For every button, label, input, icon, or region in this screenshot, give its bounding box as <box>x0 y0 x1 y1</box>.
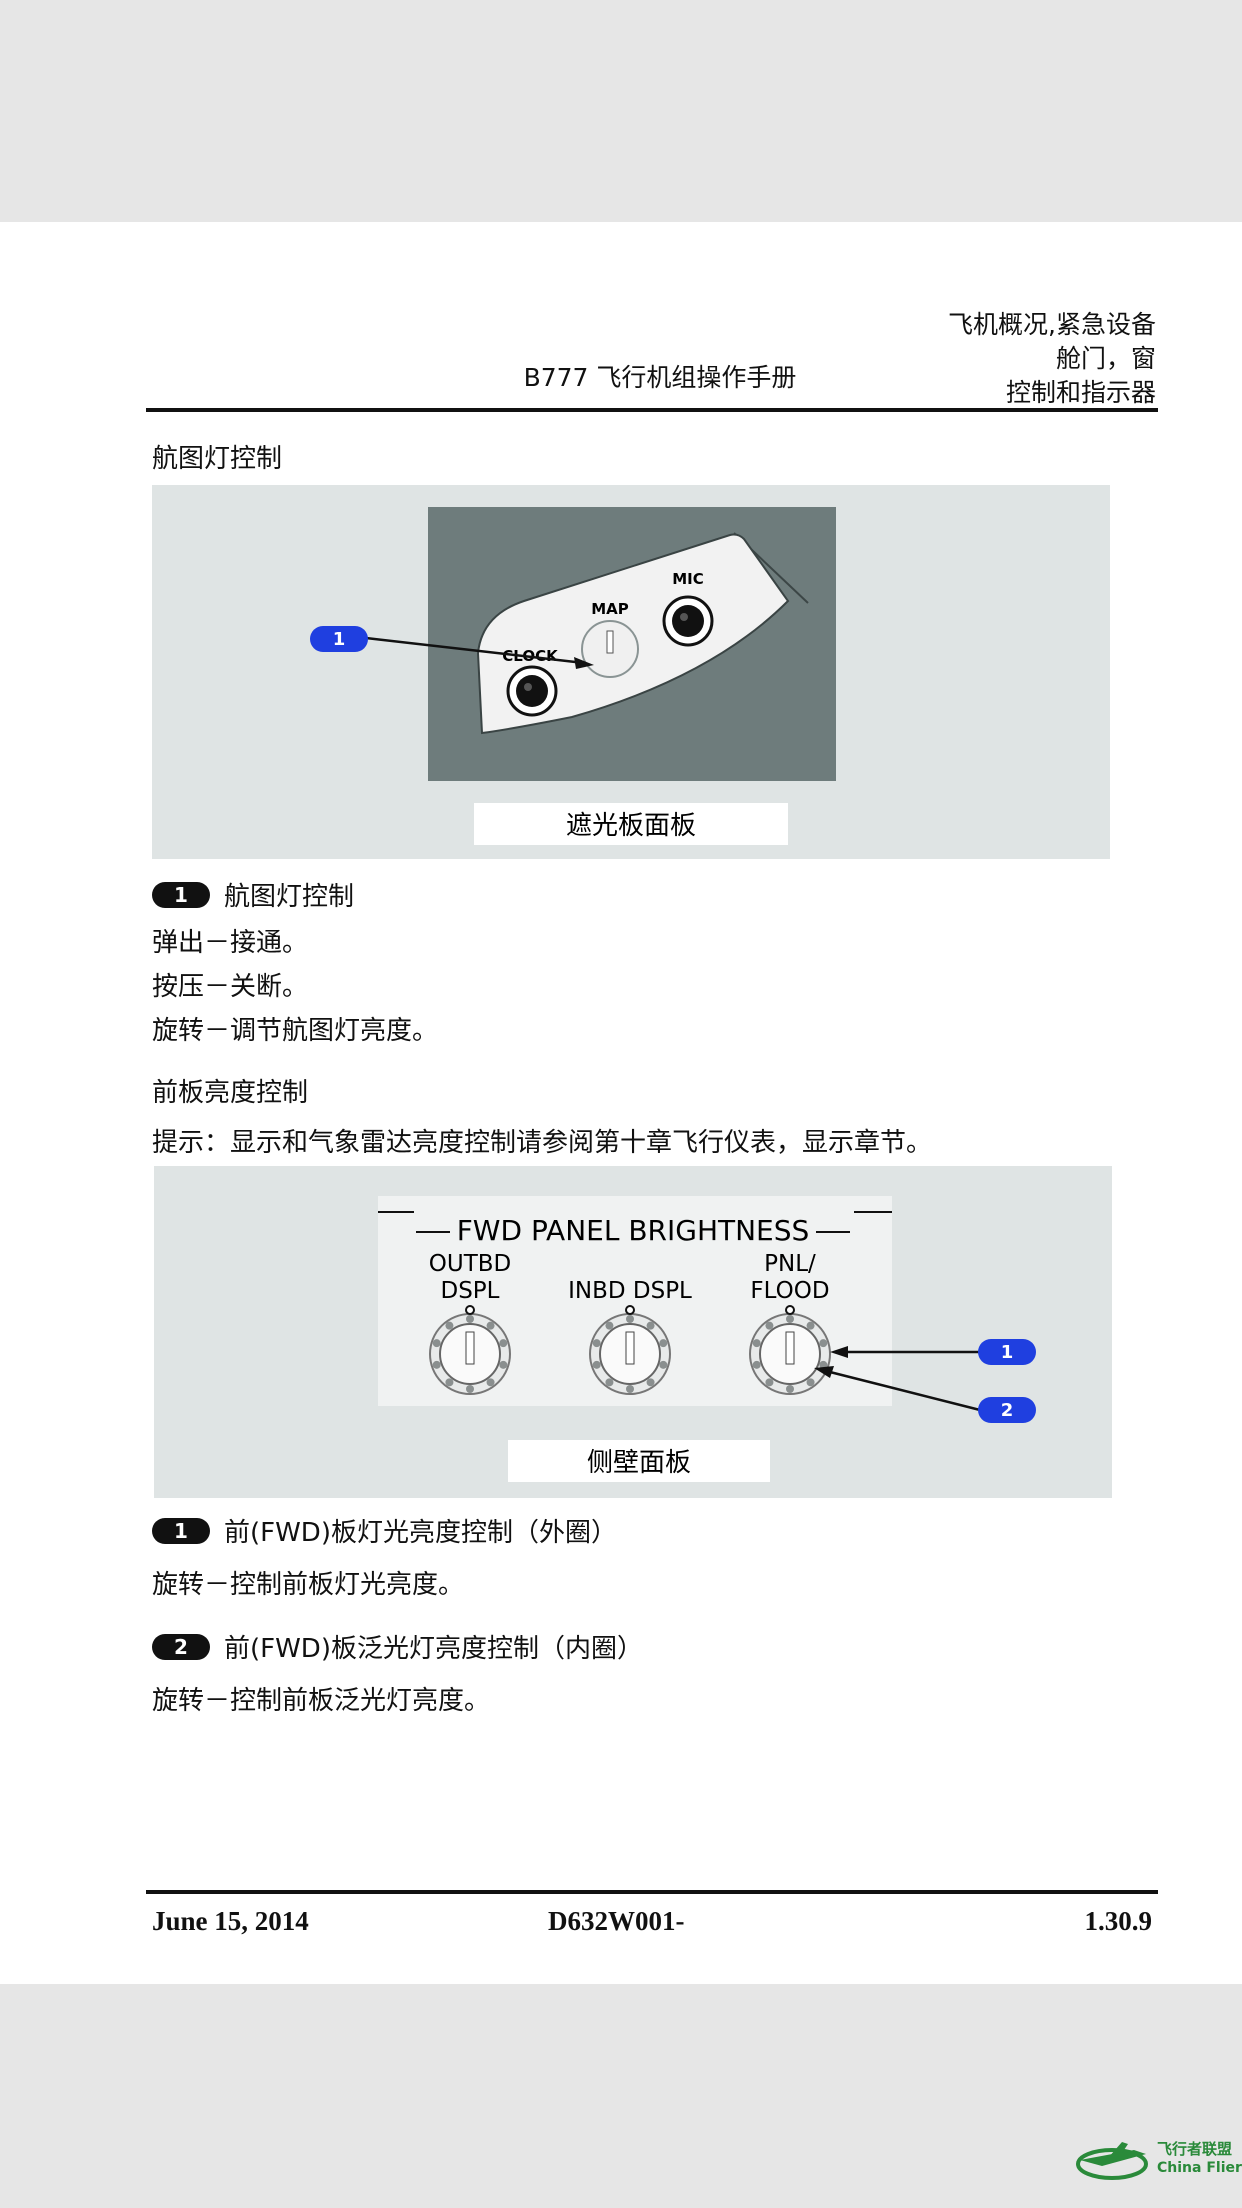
glareshield-panel-figure: CLOCK MAP MIC 1 遮光板面板 <box>152 485 1110 859</box>
callout-2-number: 2 <box>1001 1400 1014 1421</box>
manual-title: B777 飞行机组操作手册 <box>523 363 797 392</box>
knob-detent-dot <box>486 1321 495 1330</box>
knob-detent-dot <box>499 1360 508 1369</box>
knob-label-inbd: INBD DSPL <box>568 1278 692 1304</box>
knob-detent-dot <box>605 1321 614 1330</box>
footer-rule <box>146 1890 1158 1894</box>
description-line: 旋转－控制前板灯光亮度。 <box>152 1570 465 1600</box>
legend-item-number: 2 <box>152 1633 210 1660</box>
watermark-line2: China Flier <box>1157 2160 1242 2176</box>
section-title-line2: 舱门，窗 <box>1055 344 1156 373</box>
callout-1-number: 1 <box>1001 1342 1014 1363</box>
legend-item-title: 前(FWD)板灯光亮度控制（外圈） <box>224 1518 617 1548</box>
knob-detent-dot <box>819 1360 828 1369</box>
sidewall-panel-figure: FWD PANEL BRIGHTNESS OUTBD DSPL INBD DSP… <box>154 1166 1112 1498</box>
knob-detent-dot <box>626 1385 634 1393</box>
mic-light-control[interactable] <box>662 595 714 647</box>
legend-item-1: 1 前(FWD)板灯光亮度控制（外圈） <box>152 1512 617 1549</box>
knob-detent-dot <box>499 1339 508 1348</box>
knob-detent-dot <box>445 1321 454 1330</box>
knob-label-outbd-line2: DSPL <box>441 1278 500 1304</box>
map-label: MAP <box>591 600 629 618</box>
knob-detent-dot <box>466 1385 474 1393</box>
caption-box <box>474 803 788 845</box>
knob-detent-dot <box>786 1385 794 1393</box>
description-line: 旋转－调节航图灯亮度。 <box>152 1016 439 1046</box>
knob-detent-dot <box>806 1321 815 1330</box>
knob-detent-dot <box>806 1378 815 1387</box>
knob-detent-dots <box>432 1315 828 1393</box>
knob-detent-dot <box>765 1321 774 1330</box>
section1-heading: 航图灯控制 <box>152 444 283 474</box>
legend-item-2: 2 前(FWD)板泛光灯亮度控制（内圈） <box>152 1628 643 1665</box>
section-title: 飞机概况,紧急设备 舱门，窗 控制和指示器 <box>948 308 1156 410</box>
mic-label: MIC <box>672 570 704 588</box>
manual-page: B777 飞行机组操作手册 飞机概况,紧急设备 舱门，窗 控制和指示器 航图灯控… <box>0 222 1242 1984</box>
knob-label-outbd-line1: OUTBD <box>429 1251 511 1277</box>
legend-item-number: 1 <box>152 881 210 908</box>
knob-detent-dot <box>819 1339 828 1348</box>
knob-detent-dot <box>432 1339 441 1348</box>
knob-label-flood-line2: FLOOD <box>750 1278 829 1304</box>
knob-detent-dot <box>605 1378 614 1387</box>
description-line: 弹出－接通。 <box>152 928 309 958</box>
pnl-flood-knob[interactable] <box>749 1305 831 1395</box>
callout-2-badge <box>978 1397 1036 1423</box>
watermark-line1: 飞行者联盟 <box>1157 2140 1233 2158</box>
outbd-dspl-knob[interactable] <box>429 1305 511 1395</box>
knob-detent-dot <box>646 1321 655 1330</box>
section-title-line3: 控制和指示器 <box>1005 378 1156 407</box>
map-light-knob[interactable] <box>581 620 639 678</box>
plane-logo-icon <box>1076 2142 1148 2180</box>
legend-item-title: 航图灯控制 <box>224 882 355 912</box>
footer-date: June 15, 2014 <box>152 1906 309 1936</box>
footer-doc-number: D632W001- <box>548 1906 685 1936</box>
description-line: 按压－关断。 <box>152 972 309 1002</box>
section2-heading: 前板亮度控制 <box>152 1078 309 1108</box>
legend-item-1: 1 航图灯控制 <box>152 876 354 913</box>
knob-detent-dot <box>432 1360 441 1369</box>
figure-caption: 侧壁面板 <box>587 1448 691 1478</box>
knob-detent-dot <box>786 1315 794 1323</box>
callout-1-number: 1 <box>333 629 346 650</box>
knob-label-pnl-line1: PNL/ <box>764 1251 816 1277</box>
knob-detent-dot <box>646 1378 655 1387</box>
section2-note: 提示：显示和气象雷达亮度控制请参阅第十章飞行仪表，显示章节。 <box>152 1128 933 1158</box>
knob-detent-dot <box>659 1360 668 1369</box>
description-line: 旋转－控制前板泛光灯亮度。 <box>152 1686 491 1716</box>
watermark-logo: 飞行者联盟 China Flier <box>1072 2132 1242 2192</box>
inbd-dspl-knob[interactable] <box>589 1305 671 1395</box>
knob-detent-dot <box>592 1360 601 1369</box>
callout-1-badge <box>978 1339 1036 1365</box>
knob-detent-dot <box>659 1339 668 1348</box>
figure-caption: 遮光板面板 <box>566 811 696 841</box>
header-rule <box>146 408 1158 412</box>
knob-detent-dot <box>765 1378 774 1387</box>
knob-detent-dot <box>466 1315 474 1323</box>
knob-detent-dot <box>486 1378 495 1387</box>
knob-detent-dot <box>752 1360 761 1369</box>
knob-detent-dot <box>445 1378 454 1387</box>
callout-1-badge <box>310 626 368 652</box>
legend-item-title: 前(FWD)板泛光灯亮度控制（内圈） <box>224 1634 643 1664</box>
footer-page-number: 1.30.9 <box>1084 1906 1153 1936</box>
knob-detent-dot <box>592 1339 601 1348</box>
legend-item-number: 1 <box>152 1517 210 1544</box>
section-title-line1: 飞机概况,紧急设备 <box>948 310 1156 339</box>
knob-detent-dot <box>626 1315 634 1323</box>
panel-title: FWD PANEL BRIGHTNESS <box>457 1214 810 1247</box>
clock-light-control[interactable] <box>506 665 558 717</box>
caption-box <box>508 1440 770 1482</box>
knob-detent-dot <box>752 1339 761 1348</box>
